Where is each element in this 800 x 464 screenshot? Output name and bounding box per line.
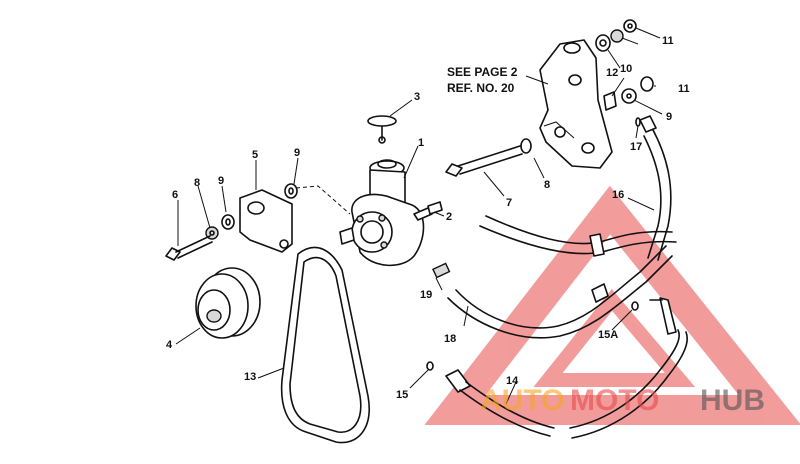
callout-15: 15 [396,389,408,401]
bolt-6 [165,235,213,261]
power-steering-pump [339,159,433,267]
callout-5: 5 [252,149,258,161]
o-ring-17 [635,117,641,127]
spacer-12 [603,91,617,111]
reference-note-line1: SEE PAGE 2 [447,65,518,79]
callout-6: 6 [172,189,178,201]
reference-note-line2: REF. NO. 20 [447,81,515,95]
callout-2: 2 [446,211,452,223]
watermark-wordmark: AUTO MOTO HUB [480,384,765,417]
callout-1: 1 [418,137,424,149]
o-ring-15 [426,361,434,371]
nut-9-top [610,29,624,43]
callout-4: 4 [166,339,173,351]
washer-8-right [520,138,532,154]
callout-18: 18 [444,333,456,345]
callout-8-right: 8 [544,179,550,191]
callout-7: 7 [506,197,512,209]
callout-11-top: 11 [662,35,674,47]
fitting-19 [432,262,451,279]
leader-lines [175,27,663,405]
bolt-7 [445,145,523,177]
callout-labels: 1 2 3 4 5 6 7 8 8 9 9 9 10 11 11 12 13 1… [166,35,690,401]
callout-10: 10 [620,63,632,75]
callout-14: 14 [506,375,519,387]
nut-11-right [640,76,654,92]
mounting-bracket [239,189,293,253]
callout-11-right: 11 [678,83,690,95]
fitting-2 [427,201,443,215]
alignment-dash [295,185,351,215]
callout-19: 19 [420,289,432,301]
watermark-word-auto: AUTO [480,384,564,417]
callout-15a: 15A [598,329,618,341]
hose-14 [445,297,688,439]
washer-9-left-a [221,214,235,230]
pulley [195,267,261,339]
nut-11-top [623,19,637,33]
callout-13: 13 [244,371,256,383]
callout-12: 12 [606,67,618,79]
washer-9-right [621,88,637,104]
callout-8-left: 8 [194,177,200,189]
watermark-triangle-outer [424,185,800,425]
reference-note: SEE PAGE 2 REF. NO. 20 [447,65,518,95]
callout-9-right: 9 [666,111,672,123]
upper-bracket [539,39,613,169]
callout-9-mid: 9 [218,175,224,187]
callout-17: 17 [630,141,642,153]
washer-10 [595,34,611,52]
watermark-logo [424,185,800,425]
hose-18 [447,245,673,339]
callout-16: 16 [612,189,624,201]
reservoir-cap [367,115,397,144]
drive-belt [280,246,370,444]
watermark-word-hub: HUB [700,384,765,417]
watermark-triangle-inner [533,288,696,387]
watermark-word-moto: MOTO [570,384,659,417]
washer-9-left-b [284,183,298,199]
o-ring-15a [631,301,639,311]
callout-9-left: 9 [294,147,300,159]
callout-3: 3 [414,91,420,103]
hose-16 [479,115,677,261]
